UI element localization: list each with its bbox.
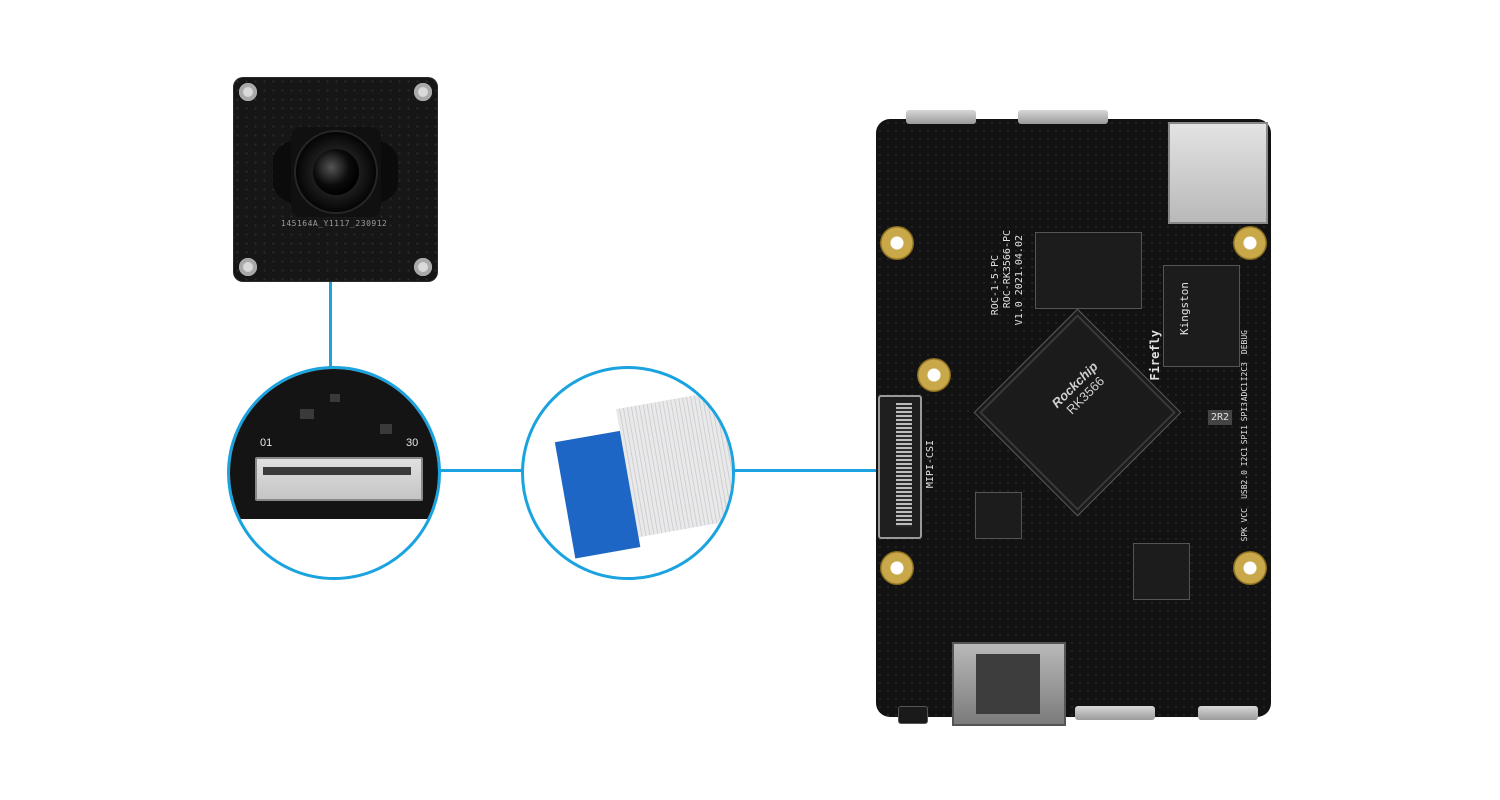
- camera-lens: [313, 149, 359, 195]
- mount-hole: [239, 83, 257, 101]
- mipi-connector-pins: [896, 403, 912, 527]
- camera-part-code: 145164A_Y1117_230912: [281, 219, 388, 228]
- component: [300, 409, 314, 419]
- mount-hole: [414, 258, 432, 276]
- mounting-hole: [880, 226, 914, 260]
- header-label-i2c1: I2C1: [1240, 447, 1249, 467]
- ethernet-jack: [976, 654, 1040, 714]
- usb-c-port: [1018, 110, 1108, 124]
- usb-c-port: [906, 110, 976, 124]
- audio-jack: [898, 706, 928, 724]
- flash-chip: [1035, 232, 1142, 309]
- ribbon-cable: [551, 390, 732, 577]
- usb-port: [1198, 706, 1258, 720]
- header-label-usb: USB2.0: [1240, 470, 1249, 499]
- mipi-csi-connector: [878, 395, 922, 539]
- connector-line-left: [435, 469, 523, 472]
- header-label-spk: SPK: [1240, 527, 1249, 542]
- firefly-logo: Firefly: [1148, 330, 1162, 381]
- header-label-debug: DEBUG: [1240, 330, 1249, 355]
- header-label-adc1: ADC1: [1240, 382, 1249, 402]
- ethernet-chip: [1133, 543, 1190, 600]
- mounting-hole: [1233, 551, 1267, 585]
- memory-chip: [1163, 265, 1240, 367]
- usb-chip: [975, 492, 1022, 539]
- fpc-slot: [263, 467, 411, 475]
- board-id-line1: ROC-1-5-PC: [990, 255, 1001, 316]
- sd-card-slot: [1168, 122, 1268, 224]
- mipi-csi-label: MIPI-CSI: [925, 440, 936, 489]
- connector-line-vertical: [329, 282, 332, 368]
- usb-port: [1075, 706, 1155, 720]
- ribbon-cable-zoom-circle: [521, 366, 735, 580]
- board-id-line3: V1.0 2021.04.02: [1014, 235, 1025, 326]
- header-label-i2c3: I2C3: [1240, 362, 1249, 382]
- mount-hole: [414, 83, 432, 101]
- pin-start-label: 01: [260, 437, 273, 449]
- header-label-spi3: SPI3: [1240, 402, 1249, 422]
- connector-zoom-circle: 01 30: [227, 366, 441, 580]
- component: [330, 394, 340, 402]
- mount-hole: [239, 258, 257, 276]
- memory-brand-label: Kingston: [1178, 282, 1191, 335]
- mounting-hole: [880, 551, 914, 585]
- component: [380, 424, 392, 434]
- ethernet-port: [952, 642, 1066, 726]
- pin-end-label: 30: [406, 437, 419, 449]
- header-label-vcc: VCC: [1240, 508, 1249, 523]
- board-id-line2: ROC-RK3566-PC: [1002, 230, 1013, 309]
- mounting-hole: [1233, 226, 1267, 260]
- fpc-connector: [255, 457, 423, 501]
- mounting-hole: [917, 358, 951, 392]
- inductor-label: 2R2: [1208, 410, 1233, 425]
- connector-line-right: [729, 469, 879, 472]
- header-label-spi1: SPI1: [1240, 425, 1249, 445]
- camera-module: 145164A_Y1117_230912: [233, 77, 438, 282]
